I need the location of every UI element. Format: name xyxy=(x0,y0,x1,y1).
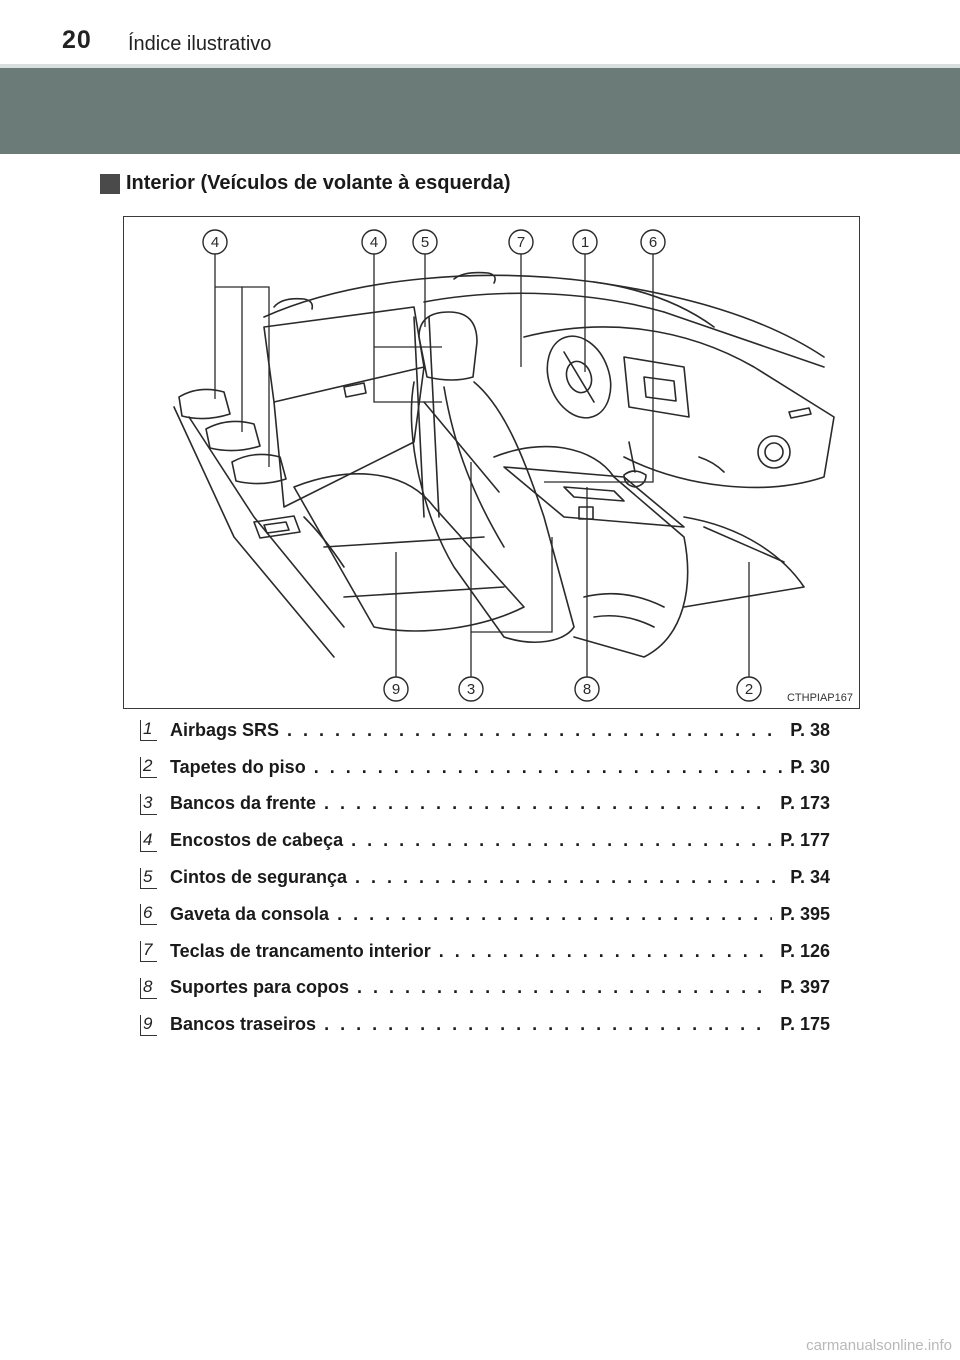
page-reference[interactable]: P. 177 xyxy=(780,830,830,851)
dot-leader xyxy=(355,867,782,888)
list-item: 4 Encostos de cabeça P. 177 xyxy=(140,822,830,859)
item-number: 6 xyxy=(140,903,158,926)
car-interior-drawing: 4 4 5 7 1 6 9 3 8 2 xyxy=(173,229,835,702)
entry-label: Encostos de cabeça xyxy=(170,830,344,851)
item-number: 1 xyxy=(140,719,158,742)
entry-label: Bancos da frente xyxy=(170,793,317,814)
dot-leader xyxy=(324,1014,772,1035)
page-reference[interactable]: P. 175 xyxy=(780,1014,830,1035)
top-strip xyxy=(0,0,960,64)
callout-bottom-4: 2 xyxy=(745,681,753,698)
list-item: 5 Cintos de segurança P. 34 xyxy=(140,859,830,896)
figure-code: CTHPIAP167 xyxy=(786,692,853,704)
entry-label: Cintos de segurança xyxy=(170,867,348,888)
item-number: 7 xyxy=(140,940,158,963)
item-number: 8 xyxy=(140,977,158,999)
list-item: 7 Teclas de trancamento interior P. 126 xyxy=(140,933,830,970)
entry-label: Suportes para copos xyxy=(170,977,350,998)
dot-leader xyxy=(324,793,772,814)
item-number: 3 xyxy=(140,793,158,815)
dot-leader xyxy=(357,977,772,998)
list-item: 1 Airbags SRS P. 38 xyxy=(140,712,830,749)
callout-top-6: 6 xyxy=(649,234,657,251)
item-number: 5 xyxy=(140,867,158,889)
page-reference[interactable]: P. 38 xyxy=(790,719,830,740)
section-heading: Interior (Veículos de volante à esquerda… xyxy=(100,172,511,195)
watermark: carmanualsonline.info xyxy=(806,1337,952,1354)
list-item: 3 Bancos da frente P. 173 xyxy=(140,786,830,823)
entry-label: Tapetes do piso xyxy=(170,756,306,777)
item-number: 2 xyxy=(140,756,158,779)
callout-top-5: 1 xyxy=(581,234,589,251)
page-reference[interactable]: P. 30 xyxy=(790,756,830,777)
callout-top-2: 4 xyxy=(370,234,378,251)
dot-leader xyxy=(337,904,772,925)
list-item: 8 Suportes para copos P. 397 xyxy=(140,970,830,1007)
entry-label: Teclas de trancamento interior xyxy=(170,940,431,961)
page-reference[interactable]: P. 126 xyxy=(780,940,830,961)
dot-leader xyxy=(351,830,772,851)
callout-top-1: 4 xyxy=(211,234,219,251)
item-number: 9 xyxy=(140,1014,158,1036)
header-banner xyxy=(0,64,960,154)
heading-text: Interior (Veículos de volante à esquerda… xyxy=(126,172,511,194)
entry-label: Airbags SRS xyxy=(170,719,280,740)
page-reference[interactable]: P. 397 xyxy=(780,977,830,998)
page-number: 20 xyxy=(62,26,92,54)
entry-label: Bancos traseiros xyxy=(170,1014,317,1035)
section-title: Índice ilustrativo xyxy=(128,33,272,55)
callout-bottom-1: 9 xyxy=(392,681,400,698)
dot-leader xyxy=(287,720,782,741)
heading-square-icon xyxy=(100,173,120,194)
callout-bottom-3: 8 xyxy=(583,681,591,698)
dot-leader xyxy=(314,757,783,778)
page-reference[interactable]: P. 173 xyxy=(780,793,830,814)
list-item: 6 Gaveta da consola P. 395 xyxy=(140,896,830,933)
callout-top-3: 5 xyxy=(421,234,429,251)
page-reference[interactable]: P. 395 xyxy=(780,903,830,924)
callout-bottom-2: 3 xyxy=(467,681,475,698)
list-item: 2 Tapetes do piso P. 30 xyxy=(140,749,830,786)
list-item: 9 Bancos traseiros P. 175 xyxy=(140,1006,830,1043)
dot-leader xyxy=(439,941,773,962)
legend-list: 1 Airbags SRS P. 38 2 Tapetes do piso P.… xyxy=(140,712,830,1043)
page-reference[interactable]: P. 34 xyxy=(790,867,830,888)
callout-top-4: 7 xyxy=(517,234,525,251)
interior-illustration: 4 4 5 7 1 6 9 3 8 2 CTHPIAP167 xyxy=(123,216,860,709)
item-number: 4 xyxy=(140,830,158,852)
entry-label: Gaveta da consola xyxy=(170,903,330,924)
